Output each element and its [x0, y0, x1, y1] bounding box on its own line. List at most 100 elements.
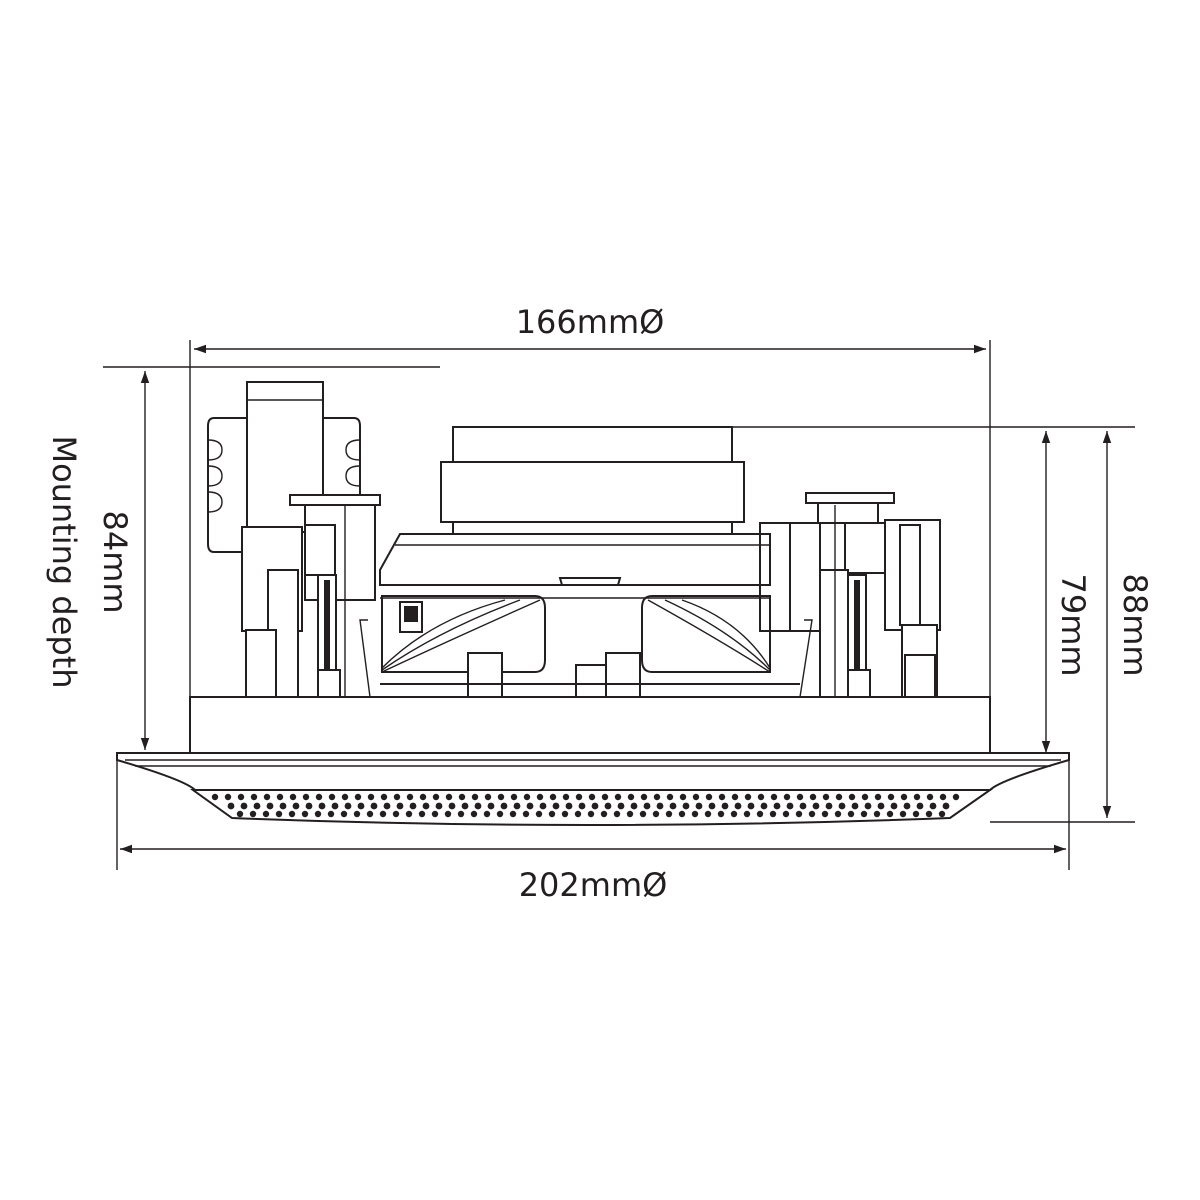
grille-hole [393, 793, 401, 801]
grille-hole [653, 793, 661, 801]
grille-hole [887, 793, 895, 801]
grille-hole [679, 793, 687, 801]
grille-hole [900, 793, 908, 801]
grille-hole [795, 810, 803, 818]
grille-hole [760, 802, 768, 810]
grille-hole [432, 793, 440, 801]
grille-hole [318, 802, 326, 810]
grille-hole [756, 810, 764, 818]
grille-hole [548, 810, 556, 818]
grille-hole [575, 793, 583, 801]
grille-hole [627, 793, 635, 801]
grille-hole [487, 802, 495, 810]
grille-hole [886, 810, 894, 818]
label-79mm: 79mm [1054, 573, 1092, 676]
grille-hole [328, 793, 336, 801]
label-84mm-group: 84mm [96, 510, 134, 613]
speaker-body [116, 381, 1070, 826]
grille-hole [769, 810, 777, 818]
grille-hole [405, 810, 413, 818]
grille-hole [912, 810, 920, 818]
grille-hole [744, 793, 752, 801]
grille-hole [903, 802, 911, 810]
grille-hole [630, 802, 638, 810]
grille-hole [448, 802, 456, 810]
grille-hole [913, 793, 921, 801]
grille-hole [288, 810, 296, 818]
grille-hole [383, 802, 391, 810]
grille-hole [783, 793, 791, 801]
cone-window-left [381, 595, 546, 673]
grille-hole [692, 793, 700, 801]
grille-hole [704, 810, 712, 818]
grille-hole [380, 793, 388, 801]
grille-hole [367, 793, 375, 801]
grille-hole [639, 810, 647, 818]
grille-hole [834, 810, 842, 818]
grille-hole [890, 802, 898, 810]
grille-hole [682, 802, 690, 810]
grille-front [189, 789, 994, 826]
grille-hole [643, 802, 651, 810]
grille-hole [431, 810, 439, 818]
grille-hole [718, 793, 726, 801]
grille-hole [279, 802, 287, 810]
grille-hole [224, 793, 232, 801]
grille-hole [357, 802, 365, 810]
grille-hole [812, 802, 820, 810]
grille-hole [626, 810, 634, 818]
grille-hole [366, 810, 374, 818]
grille-hole [604, 802, 612, 810]
dimension-lines [103, 340, 1135, 870]
grille-hole [483, 810, 491, 818]
grille-hole [929, 802, 937, 810]
grille-hole [497, 793, 505, 801]
grille-hole [916, 802, 924, 810]
grille-hole [249, 810, 257, 818]
grille-hole [835, 793, 843, 801]
grille-hole [600, 810, 608, 818]
grille-hole [331, 802, 339, 810]
grille-hole [578, 802, 586, 810]
label-88mm: 88mm [1116, 573, 1154, 676]
label-88mm-group: 88mm [1116, 573, 1154, 676]
grille-hole [691, 810, 699, 818]
grille-hole [392, 810, 400, 818]
grille-hole [695, 802, 703, 810]
grille-hole [796, 793, 804, 801]
grille-hole [340, 810, 348, 818]
grille-hole [734, 802, 742, 810]
speaker-baffle [189, 696, 991, 754]
grille-hole [717, 810, 725, 818]
label-202mm: 202mmØ [519, 866, 668, 904]
magnet-top [452, 426, 733, 463]
cone-window-right [641, 595, 771, 673]
grille-hole [211, 793, 219, 801]
grille-hole [588, 793, 596, 801]
grille-hole [851, 802, 859, 810]
grille-hole [565, 802, 573, 810]
grille-hole [444, 810, 452, 818]
label-mounting-depth: Mounting depth [45, 435, 83, 688]
magnet-body [440, 461, 745, 523]
grille-hole [301, 810, 309, 818]
grille-hole [743, 810, 751, 818]
grille-hole [522, 810, 530, 818]
grille-hole [562, 793, 570, 801]
grille-hole [471, 793, 479, 801]
grille-hole [678, 810, 686, 818]
grille-hole [926, 793, 934, 801]
grille-hole [344, 802, 352, 810]
grille-hole [939, 793, 947, 801]
grille-hole [409, 802, 417, 810]
grille-hole [513, 802, 521, 810]
grille-hole [236, 810, 244, 818]
grille-hole [665, 810, 673, 818]
grille-hole [266, 802, 274, 810]
grille-hole [419, 793, 427, 801]
grille-hole [262, 810, 270, 818]
grille-hole [952, 793, 960, 801]
grille-hole [825, 802, 833, 810]
grille-hole [406, 793, 414, 801]
grille-hole [314, 810, 322, 818]
